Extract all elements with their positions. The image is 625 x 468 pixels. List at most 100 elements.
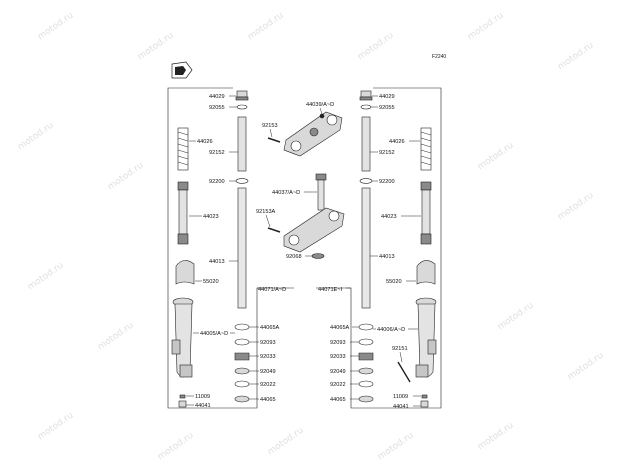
label-44023-right: 44023 [381, 214, 397, 220]
label-92033-right: 92033 [330, 354, 346, 360]
label-44029-left: 44029 [209, 94, 225, 100]
right-oil-seal [358, 352, 374, 361]
label-92152-right: 92152 [379, 150, 395, 156]
label-92033-left: 92033 [260, 354, 276, 360]
watermark: motod.ru [16, 121, 56, 153]
label-44071: 44071/A~D [258, 287, 286, 293]
label-44065-right: 44065 [330, 397, 346, 403]
left-oil-seal [234, 352, 250, 361]
left-fork-cap [235, 90, 249, 101]
label-55020-left: 55020 [203, 279, 219, 285]
label-44037: 44037/A~D [272, 190, 300, 196]
left-seal-washer [234, 338, 250, 346]
front-direction-icon [171, 61, 193, 79]
watermark: motod.ru [556, 191, 596, 223]
watermark: motod.ru [566, 351, 606, 383]
lower-triple-clamp [283, 207, 345, 253]
watermark: motod.ru [136, 31, 176, 63]
watermark: motod.ru [156, 431, 196, 463]
label-92055-right: 92055 [379, 105, 395, 111]
right-fork-spring [420, 127, 432, 171]
right-fork-cover [416, 260, 436, 285]
steering-stem-nut [311, 253, 325, 259]
watermark: motod.ru [356, 31, 396, 63]
watermark: motod.ru [266, 426, 306, 458]
left-slide-bushing-a [234, 323, 250, 331]
label-11009-left: 11009 [195, 394, 210, 400]
label-92151-right: 92151 [392, 346, 408, 352]
left-dust-seal [234, 367, 250, 375]
watermark: motod.ru [106, 161, 146, 193]
label-44065a-right: 44065A [330, 325, 350, 331]
left-washer [235, 178, 249, 184]
label-92093-right: 92093 [330, 340, 346, 346]
right-o-ring [360, 104, 372, 110]
label-92200-right: 92200 [379, 179, 395, 185]
right-washer [359, 178, 373, 184]
right-drain-bolt [420, 394, 429, 408]
watermark: motod.ru [26, 261, 66, 293]
watermark: motod.ru [476, 141, 516, 173]
left-inner-tube-top [237, 116, 247, 172]
right-axle-bolt [397, 361, 411, 383]
label-44023-left: 44023 [203, 214, 219, 220]
watermark: motod.ru [496, 301, 536, 333]
label-92068: 92068 [286, 254, 302, 260]
label-92055-left: 92055 [209, 105, 225, 111]
figure-code: F2240 [432, 54, 446, 60]
watermark: motod.ru [246, 11, 286, 43]
left-fork-spring [177, 127, 189, 171]
center-labels: 92153 44039/A~D 44037/A~D 92153A 92068 4… [256, 102, 343, 293]
label-44006-right: 44006/A~D [377, 327, 405, 333]
pinch-bolt-upper [267, 137, 281, 143]
left-o-ring [236, 104, 248, 110]
left-fork-inner-tube [237, 187, 247, 309]
label-92152-left: 92152 [209, 150, 225, 156]
right-dust-seal [358, 367, 374, 375]
label-55020-right: 55020 [386, 279, 402, 285]
right-fork-cap [359, 90, 373, 101]
label-44013-left: 44013 [209, 259, 225, 265]
watermark: motod.ru [36, 411, 76, 443]
right-labels: 44029 92055 44026 92152 92200 44023 4401… [330, 94, 421, 410]
label-44029-right: 44029 [379, 94, 395, 100]
label-44005-left: 44005/A~D [200, 331, 228, 337]
label-92153a: 92153A [256, 209, 276, 215]
label-92022-right: 92022 [330, 382, 346, 388]
left-labels: 44029 92055 44026 92152 92200 44023 4401… [186, 94, 280, 409]
right-slide-bushing-a [358, 323, 374, 331]
right-inner-tube-top [361, 116, 371, 172]
label-44026-left: 44026 [197, 139, 213, 145]
watermark: motod.ru [476, 421, 516, 453]
label-92153: 92153 [262, 123, 278, 129]
label-92022-left: 92022 [260, 382, 276, 388]
watermark: motod.ru [466, 11, 506, 43]
label-44041-left: 44041 [195, 403, 211, 409]
label-44065-left: 44065 [260, 397, 276, 403]
left-fork-outer-tube [171, 297, 194, 378]
watermark: motod.ru [96, 321, 136, 353]
label-92049-left: 92049 [260, 369, 276, 375]
left-drain-bolt [178, 394, 187, 408]
right-damper-rod [420, 181, 432, 245]
left-retaining-ring [234, 380, 250, 388]
label-44013-right: 44013 [379, 254, 395, 260]
right-slide-bushing-b [358, 395, 374, 403]
left-fork-cover [175, 260, 195, 285]
left-slide-bushing-b [234, 395, 250, 403]
label-44065a-left: 44065A [260, 325, 280, 331]
right-seal-washer [358, 338, 374, 346]
label-44071e: 44071E~I [318, 287, 343, 293]
watermark: motod.ru [556, 41, 596, 73]
right-fork-inner-tube [361, 187, 371, 309]
upper-triple-clamp [283, 111, 343, 157]
right-fork-outer-tube [415, 297, 437, 378]
label-92049-right: 92049 [330, 369, 346, 375]
pinch-bolt-lower [267, 227, 281, 233]
steering-stem [315, 173, 327, 211]
label-92200-left: 92200 [209, 179, 225, 185]
label-44039: 44039/A~D [306, 102, 334, 108]
watermark: motod.ru [376, 431, 416, 463]
left-damper-rod [177, 181, 189, 245]
